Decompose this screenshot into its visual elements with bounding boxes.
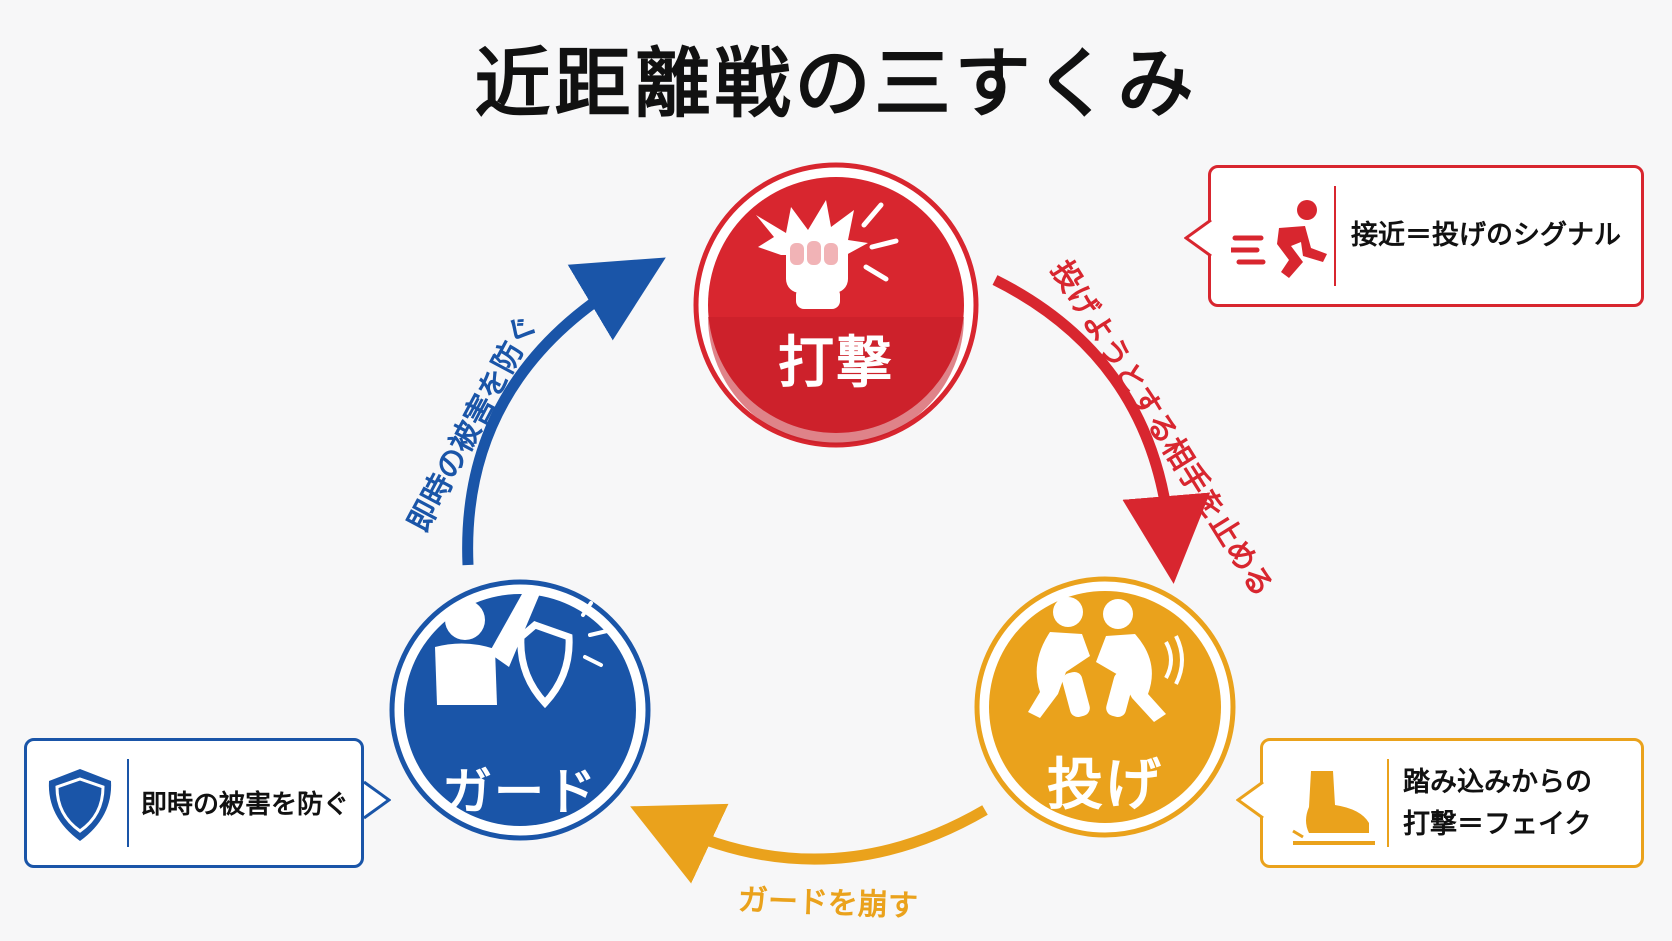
strike-label: 打撃: [778, 331, 894, 396]
guard-callout: 即時の被害を防ぐ: [24, 738, 364, 868]
throw-callout-line1: 踏み込みからの: [1403, 767, 1592, 798]
arrow-throw-to-guard: [630, 803, 988, 884]
callout-divider: [1334, 186, 1336, 286]
strike-node: [693, 162, 979, 448]
throw-label: 投げ: [1047, 753, 1163, 818]
person-blocking-with-shield-icon: [435, 585, 609, 709]
callout-divider: [1387, 759, 1389, 847]
strike-callout: 接近＝投げのシグナル: [1208, 165, 1644, 307]
guard-node: [389, 579, 651, 841]
guard-callout-text: 即時の被害を防ぐ: [141, 790, 350, 820]
guard-callout-tail: [363, 780, 391, 820]
callout-divider: [127, 759, 129, 847]
page-title: 近距離戦の三すくみ: [474, 39, 1198, 128]
throw-callout-line2: 打撃＝フェイク: [1403, 809, 1592, 840]
guard-label: ガード: [442, 763, 598, 821]
grappling-wrestlers-icon: [1028, 597, 1184, 722]
strike-callout-tail: [1184, 218, 1212, 258]
throw-callout: 踏み込みからの 打撃＝フェイク: [1260, 738, 1644, 868]
throw-to-guard-label: ガードを崩す: [737, 882, 919, 925]
fist-impact-icon: [756, 200, 899, 309]
running-person-icon: [1231, 200, 1327, 278]
strike-callout-text: 接近＝投げのシグナル: [1351, 220, 1621, 251]
stepping-foot-icon: [1292, 771, 1375, 845]
arrow-guard-to-strike: [462, 257, 666, 566]
arrow-strike-to-throw: [992, 275, 1211, 584]
throw-node: [974, 576, 1236, 838]
shield-icon: [48, 769, 112, 841]
throw-callout-tail: [1236, 780, 1264, 820]
